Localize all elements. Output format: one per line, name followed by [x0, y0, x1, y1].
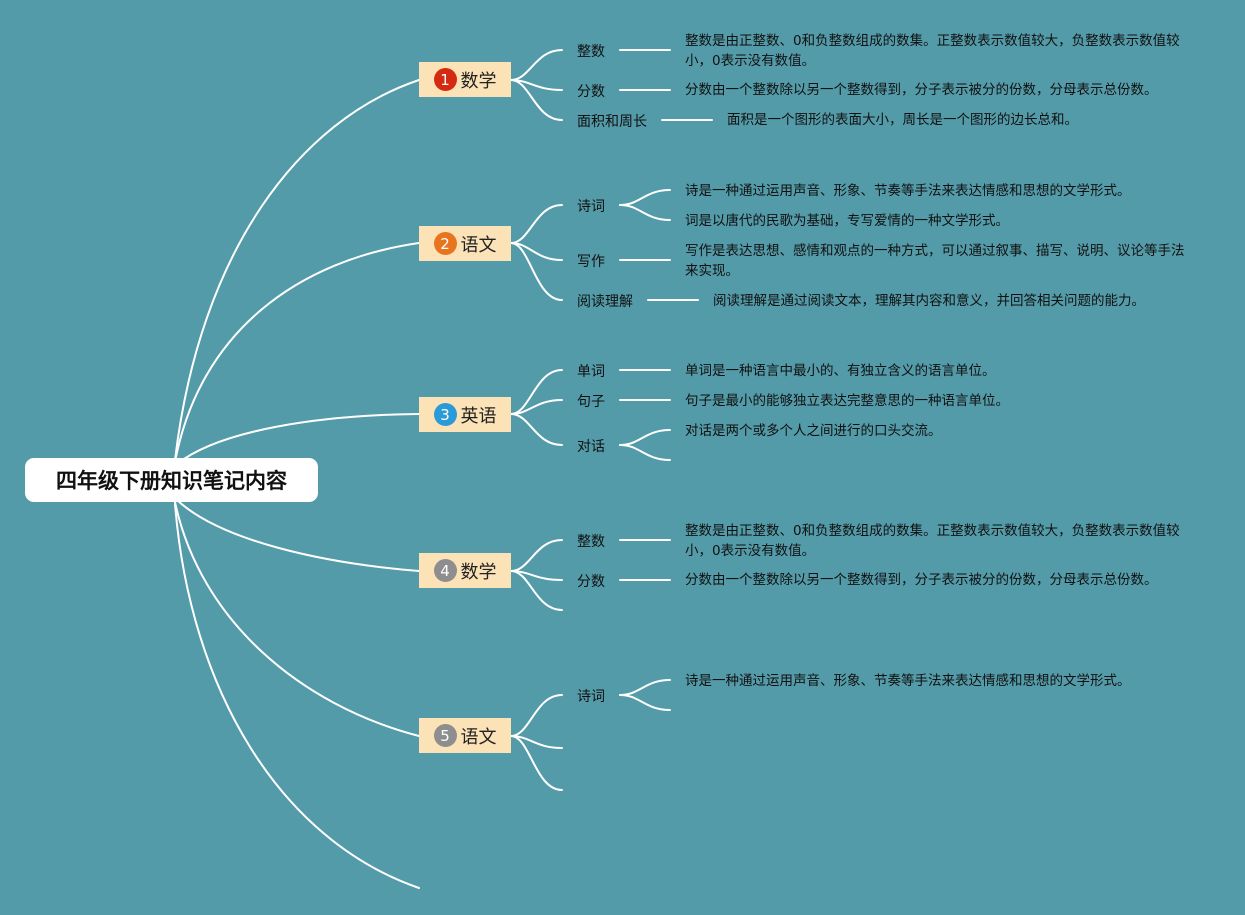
- connector-b2-t3: [510, 242, 563, 301]
- connector-b2-t1-note-2: [619, 204, 671, 221]
- note-b2-poetry-1: 诗是一种通过运用声音、形象、节奏等手法来表达情感和思想的文学形式。: [685, 183, 1131, 199]
- connector-b4-t3: [510, 570, 563, 611]
- connector-b5-t3: [510, 735, 563, 791]
- connector-root-branch-5: [174, 501, 420, 737]
- number-4-badge-icon: 4: [433, 559, 457, 582]
- branch-5-label: 语文: [460, 726, 497, 748]
- connector-b4-t1: [510, 539, 563, 572]
- number-3-badge-icon: 3: [433, 403, 457, 426]
- note-b2-poetry-2: 词是以唐代的民歌为基础，专写爱情的一种文学形式。: [685, 213, 1009, 229]
- note-b3-words: 单词是一种语言中最小的、有独立含义的语言单位。: [685, 363, 996, 379]
- note-b2-writing: 写作是表达思想、感情和观点的一种方式，可以通过叙事、描写、说明、议论等手法来实现…: [685, 243, 1185, 279]
- connector-b5-t1: [510, 694, 563, 737]
- branch-1-label: 数学: [460, 70, 497, 92]
- connector-b5-t1-note-2: [619, 694, 671, 711]
- note-b4-fraction: 分数由一个整数除以另一个整数得到，分子表示被分的份数，分母表示总份数。: [685, 572, 1158, 588]
- note-b1-fraction: 分数由一个整数除以另一个整数得到，分子表示被分的份数，分母表示总份数。: [685, 82, 1158, 98]
- connector-b3-t3-note-1: [619, 429, 671, 446]
- number-1-badge-icon: 1: [433, 68, 457, 91]
- note-b4-integer: 整数是由正整数、0和负整数组成的数集。正整数表示数值较大，负整数表示数值较小，0…: [685, 523, 1180, 559]
- connector-root-branch-empty: [174, 503, 420, 889]
- connector-root-branch-1: [174, 79, 420, 461]
- connector-b5-t1-note-1: [619, 679, 671, 696]
- topic-b3-words[interactable]: 单词: [577, 364, 605, 380]
- topic-b1-integer[interactable]: 整数: [577, 44, 605, 60]
- branch-5-node[interactable]: 5 语文: [419, 718, 511, 753]
- topic-b2-reading[interactable]: 阅读理解: [577, 294, 633, 310]
- branch-4-label: 数学: [460, 561, 497, 583]
- topic-b1-area-perimeter[interactable]: 面积和周长: [577, 114, 647, 130]
- branch-1-node[interactable]: 1 数学: [419, 62, 511, 97]
- topic-b1-fraction[interactable]: 分数: [577, 84, 605, 100]
- branch-2-node[interactable]: 2 语文: [419, 226, 511, 261]
- topic-b3-sentences[interactable]: 句子: [577, 394, 605, 410]
- connector-root-branch-2: [174, 242, 420, 463]
- note-b3-dialogue: 对话是两个或多个人之间进行的口头交流。: [685, 423, 942, 439]
- topic-b4-integer[interactable]: 整数: [577, 534, 605, 550]
- connector-b2-t1: [510, 204, 563, 244]
- connector-b3-t3: [510, 413, 563, 446]
- connector-root-branch-3: [176, 413, 420, 465]
- note-b5-poetry: 诗是一种通过运用声音、形象、节奏等手法来表达情感和思想的文学形式。: [685, 673, 1131, 689]
- topic-b4-fraction[interactable]: 分数: [577, 574, 605, 590]
- topic-b2-poetry[interactable]: 诗词: [577, 199, 605, 215]
- branch-4-node[interactable]: 4 数学: [419, 553, 511, 588]
- note-b3-sentences: 句子是最小的能够独立表达完整意思的一种语言单位。: [685, 393, 1009, 409]
- root-title: 四年级下册知识笔记内容: [56, 469, 287, 493]
- connector-root-branch-4: [176, 499, 420, 572]
- root-node[interactable]: 四年级下册知识笔记内容: [25, 458, 318, 502]
- connector-b3-t3-note-2: [619, 444, 671, 461]
- note-b1-area-perimeter: 面积是一个图形的表面大小，周长是一个图形的边长总和。: [727, 112, 1078, 128]
- connector-b1-t1: [510, 49, 563, 81]
- connector-b1-t3: [510, 79, 563, 121]
- connector-b2-t1-note-1: [619, 189, 671, 206]
- number-2-badge-icon: 2: [433, 232, 457, 255]
- note-b2-reading: 阅读理解是通过阅读文本，理解其内容和意义，并回答相关问题的能力。: [713, 293, 1145, 309]
- topic-b3-dialogue[interactable]: 对话: [577, 439, 605, 455]
- number-5-badge-icon: 5: [433, 724, 457, 747]
- branch-2-label: 语文: [460, 234, 497, 256]
- topic-b2-writing[interactable]: 写作: [577, 254, 605, 270]
- note-b1-integer: 整数是由正整数、0和负整数组成的数集。正整数表示数值较大，负整数表示数值较小，0…: [685, 33, 1180, 69]
- topic-b5-poetry[interactable]: 诗词: [577, 689, 605, 705]
- branch-3-label: 英语: [460, 405, 497, 427]
- connector-b3-t1: [510, 369, 563, 415]
- branch-3-node[interactable]: 3 英语: [419, 397, 511, 432]
- connector-b5-t2: [510, 735, 563, 749]
